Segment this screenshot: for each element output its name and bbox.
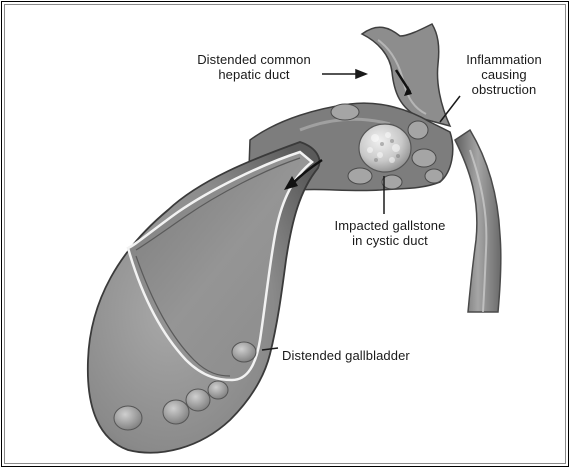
hepatic-duct-label: Distended common hepatic duct [184,52,324,82]
inflammation-label-line2: causing [456,67,552,82]
hepatic-duct-label-line1: Distended common [184,52,324,67]
gallstone-label-line1: Impacted gallstone [320,218,460,233]
impacted-gallstone [359,124,411,172]
hepatic-duct-label-line2: hepatic duct [184,67,324,82]
common-bile-duct [455,130,501,312]
gallbladder-label: Distended gallbladder [282,348,410,363]
gallstone-label-line2: in cystic duct [320,233,460,248]
inflammation-label-line1: Inflammation [456,52,552,67]
inflammation-label: Inflammation causing obstruction [456,52,552,97]
gallstone-label: Impacted gallstone in cystic duct [320,218,460,248]
gallbladder-label-text: Distended gallbladder [282,348,410,363]
inflammation-label-line3: obstruction [456,82,552,97]
